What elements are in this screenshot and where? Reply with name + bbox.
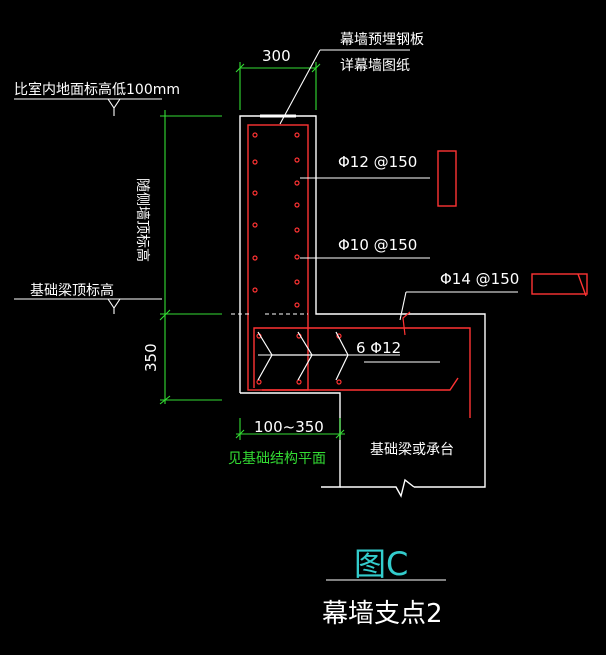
rebar-dots — [252, 132, 342, 385]
leader-lines — [14, 49, 518, 581]
rebar-marker-1 — [437, 150, 457, 207]
see-foundation-label: 见基础结构平面 — [228, 450, 326, 467]
beam-bar — [253, 327, 471, 418]
beam-top-elevation-label: 基础梁顶标高 — [30, 282, 114, 299]
concrete-outline — [239, 114, 486, 498]
rebar-group — [247, 124, 588, 418]
indoor-elevation-label: 比室内地面标高低100mm — [14, 81, 180, 98]
figure-title: 幕墙支点2 — [322, 599, 443, 629]
dim-300-label: 300 — [262, 47, 291, 65]
dim-width-label: 100~350 — [254, 418, 324, 436]
figure-id: 图C — [354, 545, 408, 583]
bottom-bar — [262, 377, 459, 391]
wall-top-elevation-label: 随侧墙顶标高 — [134, 178, 151, 262]
chevron-marks — [257, 331, 349, 381]
dim-350-label: 350 — [142, 343, 160, 372]
embed-plate-label-1: 幕墙预埋钢板 — [340, 32, 424, 48]
rebar-label-phi14: Φ14 @150 — [440, 270, 519, 288]
rebar-label-phi10: Φ10 @150 — [338, 236, 417, 254]
beam-or-cap-label: 基础梁或承台 — [370, 441, 454, 458]
rebar-label-phi12: Φ12 @150 — [338, 153, 417, 171]
rebar-label-6phi12: 6 Φ12 — [356, 339, 401, 357]
embed-plate-label-2: 详幕墙图纸 — [340, 58, 410, 74]
dimension-lines — [159, 62, 345, 440]
rebar-marker-2 — [531, 273, 588, 295]
